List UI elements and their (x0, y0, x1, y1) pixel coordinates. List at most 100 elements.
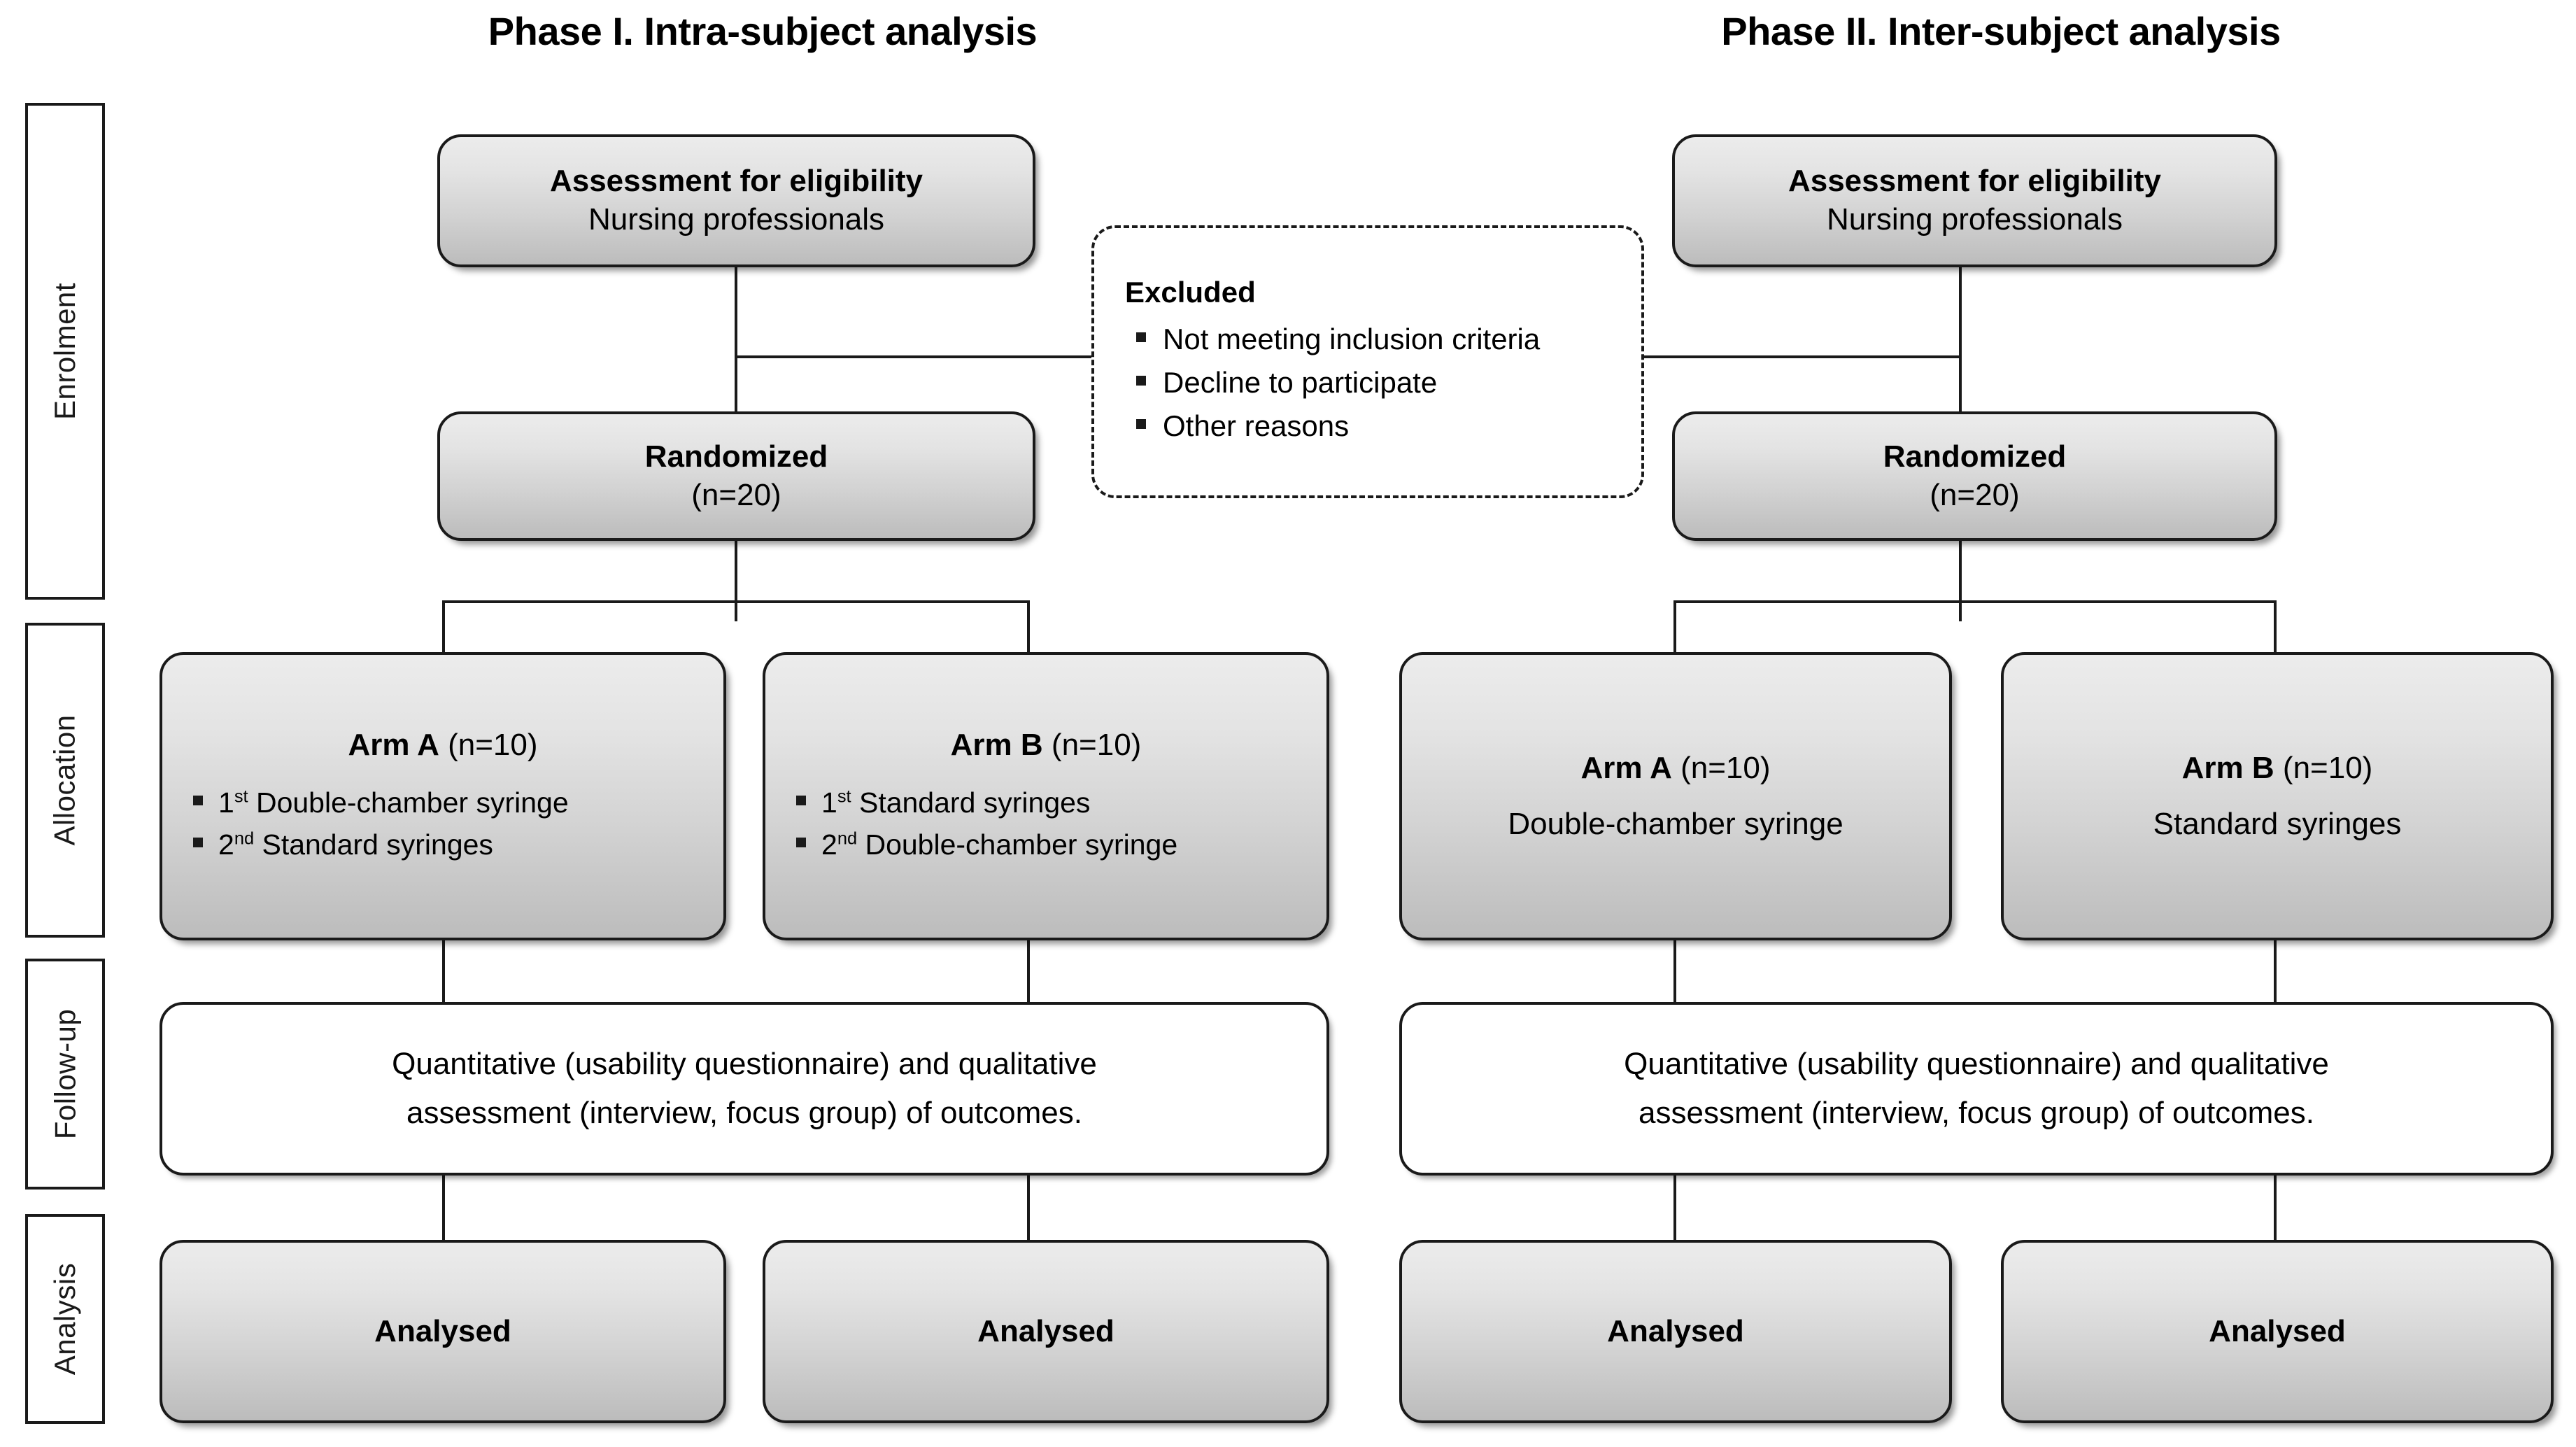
p2-analysed-right-label: Analysed (2209, 1313, 2346, 1348)
p1-arm-a-item-list: 1st Double-chamber syringe 2nd Standard … (193, 782, 569, 866)
p2-arm-b-heading: Arm B (n=10) (2182, 749, 2373, 787)
p1-followup-line-2: assessment (interview, focus group) of o… (406, 1096, 1082, 1130)
p2-randomized-box[interactable]: Randomized (n=20) (1672, 411, 2277, 541)
p2-arm-b-box[interactable]: Arm B (n=10) Standard syringes (2001, 652, 2554, 940)
p1-arm-b-item-1-text: Double-chamber syringe (857, 828, 1178, 861)
p1-arm-a-item-0-ordinal: 1 (218, 786, 234, 819)
stage-label-analysis: Analysis (25, 1214, 105, 1424)
list-item: 2nd Double-chamber syringe (796, 824, 1177, 866)
excluded-reason-1: Decline to participate (1163, 365, 1438, 399)
p1-arm-b-item-1-suffix: nd (837, 828, 858, 849)
excluded-reason-2: Other reasons (1163, 409, 1350, 443)
p1-arm-a-heading: Arm A (n=10) (348, 726, 537, 764)
connector-p1-armB-to-followup (1027, 938, 1030, 1006)
p1-arm-b-box[interactable]: Arm B (n=10) 1st Standard syringes 2nd D… (763, 652, 1329, 940)
p1-arm-a-item-1-suffix: nd (234, 828, 255, 849)
p1-arm-a-item-0-suffix: st (234, 786, 248, 807)
list-item: 2nd Standard syringes (193, 824, 569, 866)
bullet-square-icon (1136, 332, 1146, 342)
p2-arm-b-count: (n=10) (2274, 750, 2373, 785)
connector-p1-followup-to-analysed-left (442, 1170, 445, 1244)
stage-label-analysis-text: Analysis (48, 1262, 81, 1376)
p1-assessment-box[interactable]: Assessment for eligibility Nursing profe… (437, 134, 1035, 267)
connector-p1-armA-to-followup (442, 938, 445, 1006)
p1-assessment-subtitle: Nursing professionals (588, 202, 885, 237)
bullet-square-icon (796, 837, 806, 847)
p1-arm-b-item-0-ordinal: 1 (821, 786, 837, 819)
p2-arm-b-name: Arm B (2181, 750, 2274, 785)
excluded-box[interactable]: Excluded Not meeting inclusion criteria … (1091, 225, 1644, 498)
connector-p2-to-excluded (1636, 355, 1962, 358)
p1-arm-a-item-1-text: Standard syringes (254, 828, 493, 861)
p1-analysed-left-label: Analysed (374, 1313, 511, 1348)
bullet-square-icon (193, 795, 203, 805)
p1-arm-a-box[interactable]: Arm A (n=10) 1st Double-chamber syringe … (160, 652, 726, 940)
p1-arm-a-name: Arm A (348, 728, 439, 763)
list-item: Decline to participate (1136, 361, 1540, 404)
p2-assessment-box[interactable]: Assessment for eligibility Nursing profe… (1672, 134, 2277, 267)
connector-p2-followup-to-analysed-right (2274, 1170, 2277, 1244)
connector-p1-split-bar (442, 600, 1030, 603)
stage-label-enrolment: Enrolment (25, 103, 105, 600)
p1-arm-b-item-0-suffix: st (837, 786, 851, 807)
p1-randomized-title: Randomized (644, 439, 828, 474)
connector-p2-split-right-leg (2274, 600, 2277, 655)
connector-p1-split-left-leg (442, 600, 445, 655)
connector-p1-to-excluded (735, 355, 1091, 358)
connector-p1-split-right-leg (1027, 600, 1030, 655)
connector-p2-armB-to-followup (2274, 938, 2277, 1006)
stage-label-allocation: Allocation (25, 623, 105, 938)
bullet-square-icon (193, 837, 203, 847)
p2-analysed-left-label: Analysed (1607, 1313, 1744, 1348)
p1-analysed-left-box[interactable]: Analysed (160, 1240, 726, 1423)
list-item: 1st Double-chamber syringe (193, 782, 569, 824)
connector-p2-followup-to-analysed-left (1673, 1170, 1676, 1244)
excluded-reason-list: Not meeting inclusion criteria Decline t… (1136, 318, 1540, 448)
p1-arm-b-heading: Arm B (n=10) (951, 726, 1142, 764)
p1-assessment-title: Assessment for eligibility (549, 164, 923, 199)
connector-p2-split-bar (1673, 600, 2277, 603)
stage-label-followup: Follow-up (25, 959, 105, 1190)
connector-p1-randomized-down (735, 539, 737, 621)
connector-p2-split-left-leg (1673, 600, 1676, 655)
connector-p2-armA-to-followup (1673, 938, 1676, 1006)
excluded-title: Excluded (1125, 275, 1256, 309)
p2-randomized-title: Randomized (1883, 439, 2067, 474)
p2-followup-box[interactable]: Quantitative (usability questionnaire) a… (1399, 1002, 2554, 1176)
p1-arm-a-item-1-ordinal: 2 (218, 828, 234, 861)
p1-arm-b-count: (n=10) (1042, 728, 1142, 763)
bullet-square-icon (1136, 375, 1146, 386)
p1-randomized-box[interactable]: Randomized (n=20) (437, 411, 1035, 541)
list-item: Not meeting inclusion criteria (1136, 318, 1540, 361)
p1-arm-a-item-0-text: Double-chamber syringe (248, 786, 569, 819)
bullet-square-icon (1136, 419, 1146, 430)
phase-1-title: Phase I. Intra-subject analysis (488, 9, 1038, 53)
p1-arm-b-item-1-ordinal: 2 (821, 828, 837, 861)
excluded-reason-0: Not meeting inclusion criteria (1163, 322, 1541, 355)
p2-followup-line-2: assessment (interview, focus group) of o… (1639, 1096, 2314, 1130)
connector-p1-followup-to-analysed-right (1027, 1170, 1030, 1244)
p2-analysed-right-box[interactable]: Analysed (2001, 1240, 2554, 1423)
p1-analysed-right-box[interactable]: Analysed (763, 1240, 1329, 1423)
p2-followup-line-1: Quantitative (usability questionnaire) a… (1624, 1047, 2329, 1082)
connector-p2-randomized-down (1959, 539, 1962, 621)
stage-label-followup-text: Follow-up (48, 1008, 82, 1140)
stage-label-enrolment-text: Enrolment (48, 283, 82, 420)
list-item: Other reasons (1136, 404, 1540, 448)
p2-arm-a-box[interactable]: Arm A (n=10) Double-chamber syringe (1399, 652, 1952, 940)
connector-p2-assessment-to-randomized (1959, 266, 1962, 430)
connector-p1-assessment-to-randomized (735, 266, 737, 430)
p2-arm-a-name: Arm A (1580, 750, 1672, 785)
p1-randomized-subtitle: (n=20) (691, 477, 781, 512)
p2-arm-a-device: Double-chamber syringe (1508, 806, 1843, 841)
p1-arm-b-item-0-text: Standard syringes (851, 786, 1091, 819)
bullet-square-icon (796, 795, 806, 805)
p1-followup-box[interactable]: Quantitative (usability questionnaire) a… (160, 1002, 1329, 1176)
p1-followup-line-1: Quantitative (usability questionnaire) a… (392, 1047, 1097, 1082)
p2-arm-a-count: (n=10) (1671, 750, 1771, 785)
p1-arm-b-item-list: 1st Standard syringes 2nd Double-chamber… (796, 782, 1177, 866)
p2-analysed-left-box[interactable]: Analysed (1399, 1240, 1952, 1423)
p1-arm-a-count: (n=10) (439, 728, 538, 763)
p2-assessment-subtitle: Nursing professionals (1826, 202, 2123, 237)
